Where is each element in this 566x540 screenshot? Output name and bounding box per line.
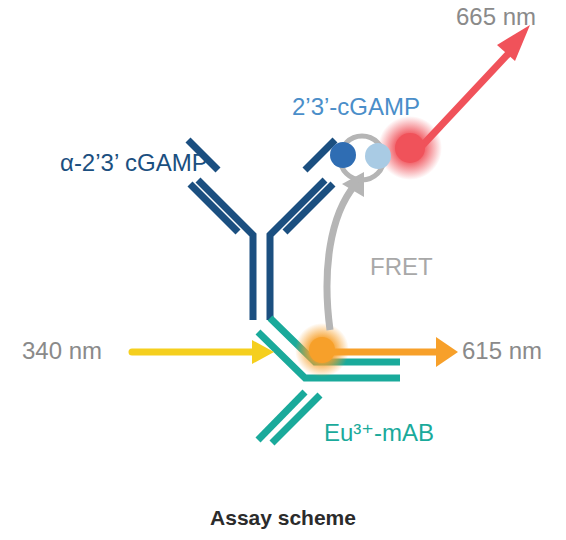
fret-arrow [327, 172, 364, 330]
anti-cgamp-antibody [188, 140, 335, 320]
caption: Assay scheme [0, 506, 566, 530]
excitation-arrow [132, 340, 274, 364]
fret-label: FRET [370, 254, 433, 280]
wavelength-label: 340 nm [22, 338, 102, 364]
donor-emission [295, 323, 458, 377]
wavelength-label: 665 nm [456, 4, 536, 30]
wavelength-label: 615 nm [462, 338, 542, 364]
antibody-label: Eu³⁺-mAB [324, 420, 434, 446]
analyte-label: 2’3’-cGAMP [292, 94, 420, 120]
antibody-label: α-2’3’ cGAMP [60, 150, 208, 176]
